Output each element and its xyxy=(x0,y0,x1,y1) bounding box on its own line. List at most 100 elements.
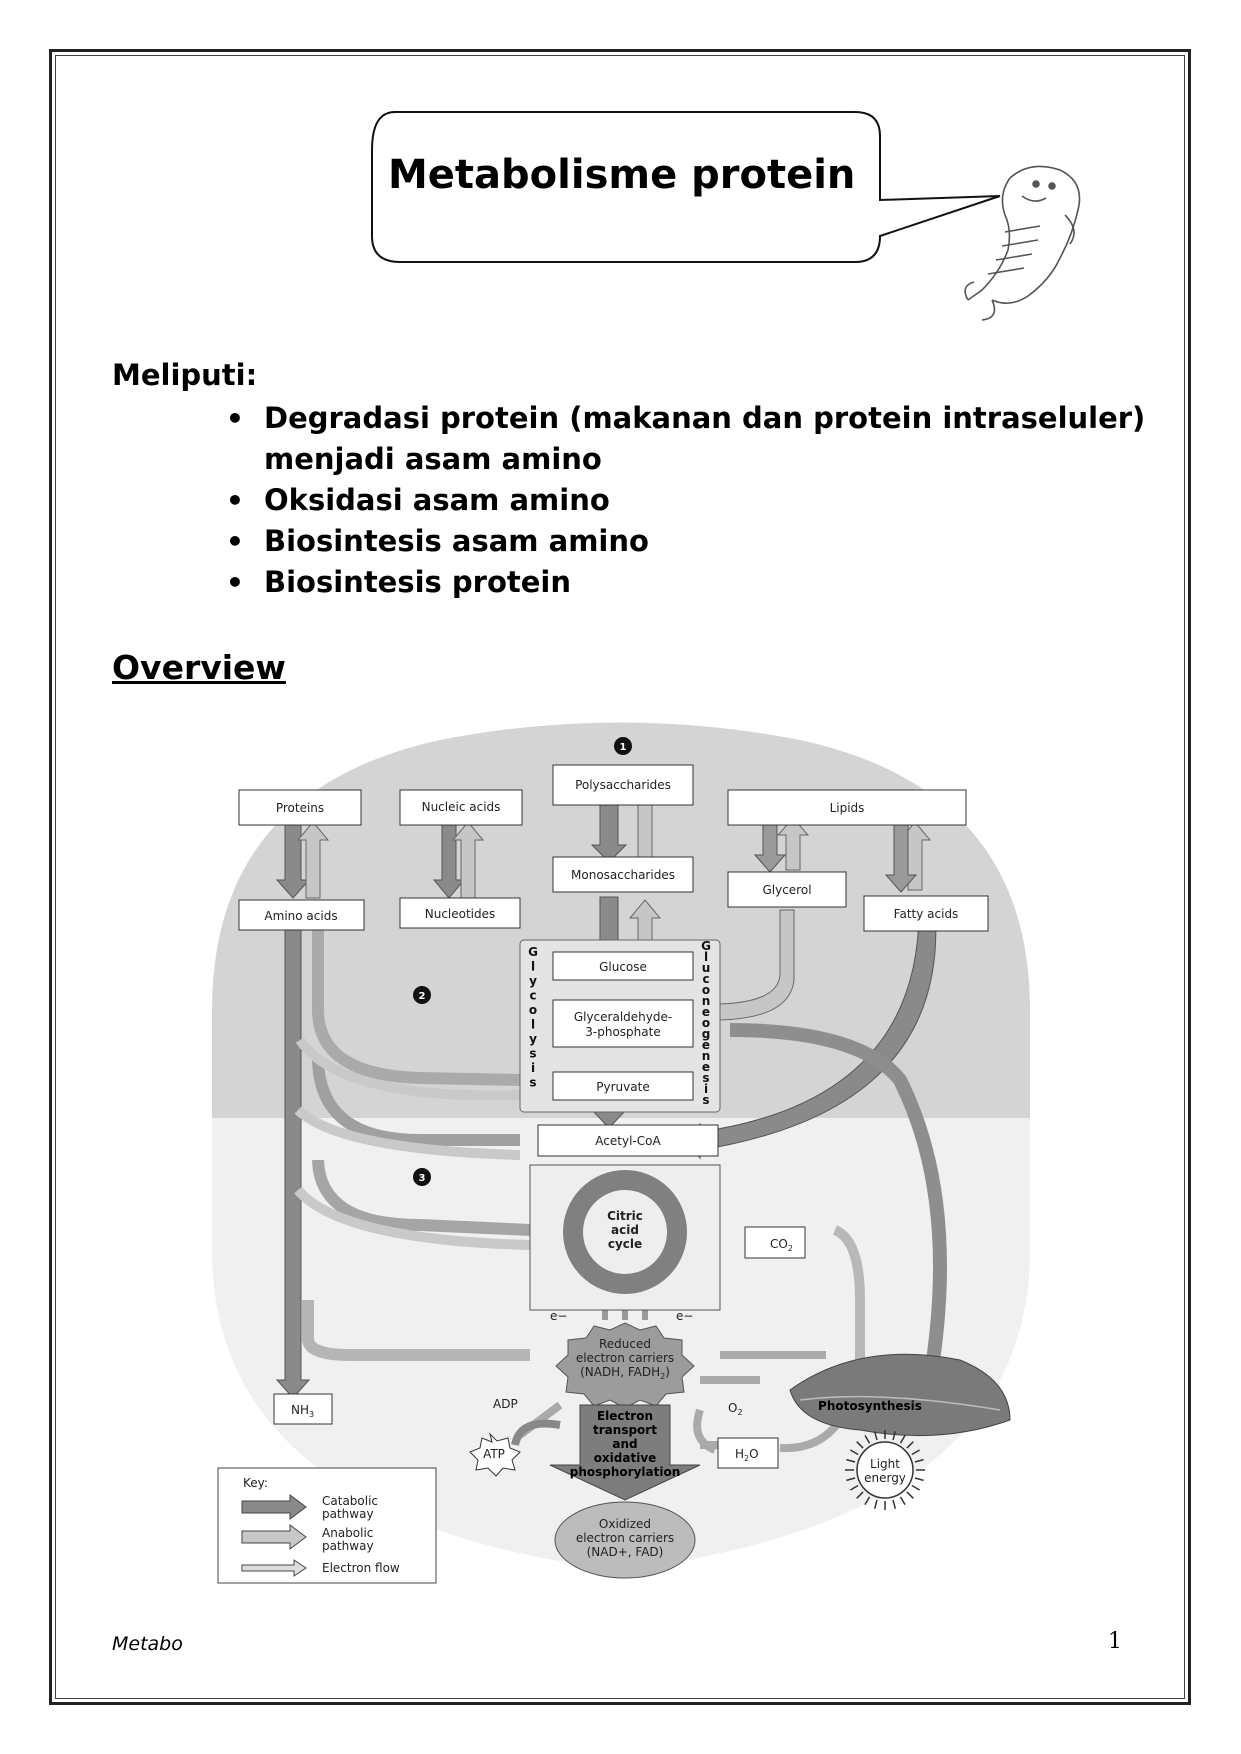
glycolysis-letter: y xyxy=(529,974,537,988)
node-acetyl-coa: Acetyl-CoA xyxy=(595,1134,661,1148)
key-title: Key: xyxy=(243,1476,268,1490)
anabolic-return-flows xyxy=(294,1037,531,1250)
gluconeogenesis-letter: u xyxy=(702,961,711,975)
light-energy-sun-icon xyxy=(845,1430,925,1510)
sun-ray xyxy=(914,1477,924,1482)
manatee-mascot-icon xyxy=(964,165,1081,321)
oxidized-carriers-ellipse xyxy=(554,1501,696,1579)
gluconeogenesis-letter: n xyxy=(702,1049,711,1063)
key-electron-flow: Electron flow xyxy=(322,1561,400,1575)
etc-label-5: phosphorylation xyxy=(570,1465,680,1479)
o2-label: O2 xyxy=(728,1401,743,1417)
sun-ray xyxy=(873,1499,878,1509)
node-g3p-1: Glyceraldehyde- xyxy=(574,1010,672,1024)
node-proteins: Proteins xyxy=(276,801,324,815)
node-amino-acids: Amino acids xyxy=(264,909,337,923)
node-glycerol: Glycerol xyxy=(762,883,811,897)
sun-ray xyxy=(906,1491,914,1499)
gluconeogenesis-letter: e xyxy=(702,1038,710,1052)
glycolysis-letter: c xyxy=(529,989,536,1003)
sun-ray xyxy=(856,1441,864,1449)
key-anabolic-2: pathway xyxy=(322,1539,374,1553)
etc-label-1: Electron xyxy=(597,1409,653,1423)
sun-ray xyxy=(911,1449,921,1456)
gluconeogenesis-letter: s xyxy=(702,1071,709,1085)
page-border-outer xyxy=(49,49,1191,1705)
electron-label-left: e− xyxy=(550,1309,567,1323)
node-nucleic-acids: Nucleic acids xyxy=(422,800,501,814)
atp-burst xyxy=(469,1432,521,1477)
intro-label: Meliputi: xyxy=(112,358,258,392)
adp-atp-arrow xyxy=(511,1419,561,1447)
gluconeogenesis-letter: g xyxy=(702,1027,711,1041)
sun-ray xyxy=(892,1431,897,1441)
electron-label-right: e− xyxy=(676,1309,693,1323)
key-anabolic-icon xyxy=(241,1524,307,1550)
oxidized-label-2: electron carriers xyxy=(576,1531,674,1545)
step-markers: 1 2 3 xyxy=(413,737,632,1186)
citric-label-1: Citric xyxy=(607,1209,643,1223)
page-number: 1 xyxy=(1108,1629,1122,1654)
reduced-label-3: (NADH, FADH2) xyxy=(580,1365,670,1381)
electron-transport-arrow xyxy=(549,1404,701,1501)
reduced-label-1: Reduced xyxy=(599,1337,651,1351)
citric-acid-cycle-ring xyxy=(563,1170,687,1294)
light-label-1: Light xyxy=(870,1457,900,1471)
key-anabolic-1: Anabolic xyxy=(322,1526,373,1540)
sun-ray xyxy=(911,1484,921,1491)
footer-label: Metabo xyxy=(112,1633,183,1655)
co2-flow xyxy=(832,1225,865,1370)
sun-ray xyxy=(914,1458,924,1463)
gluconeogenesis-letter: n xyxy=(702,994,711,1008)
sun-ray xyxy=(849,1449,859,1456)
sun-ray xyxy=(846,1458,856,1463)
gluconeogenesis-letter: s xyxy=(702,1093,709,1107)
sun-ray xyxy=(864,1496,871,1506)
etc-label-4: oxidative xyxy=(594,1451,657,1465)
key-catabolic-2: pathway xyxy=(322,1507,374,1521)
sun-ray xyxy=(873,1431,878,1441)
sun-ray xyxy=(906,1441,914,1449)
gluconeogenesis-letter: l xyxy=(704,950,708,964)
key-catabolic-icon xyxy=(241,1494,307,1520)
sun-ray xyxy=(892,1499,897,1509)
node-h2o: H2O xyxy=(735,1447,759,1463)
citric-label-2: acid xyxy=(611,1223,639,1237)
node-boxes xyxy=(238,764,989,1469)
node-nh3: NH3 xyxy=(291,1403,314,1419)
key-box xyxy=(217,1467,437,1584)
reduced-label-2: electron carriers xyxy=(576,1351,674,1365)
glycolysis-letter: s xyxy=(529,1076,536,1090)
o2-h2o-arrow xyxy=(693,1408,717,1454)
glycolysis-letter: l xyxy=(531,1018,535,1032)
etc-label-2: transport xyxy=(593,1423,657,1437)
gluconeogenesis-letter: e xyxy=(702,1060,710,1074)
node-polysaccharides: Polysaccharides xyxy=(575,778,671,792)
node-monosaccharides: Monosaccharides xyxy=(571,868,675,882)
gluconeogenesis-letter: i xyxy=(704,1082,708,1096)
topic-list: Degradasi protein (makanan dan protein i… xyxy=(226,398,1146,603)
node-g3p-2: 3-phosphate xyxy=(585,1025,660,1039)
photosynthesis-label: Photosynthesis xyxy=(818,1399,922,1413)
gluconeogenesis-letter: o xyxy=(702,983,710,997)
glycolysis-letter: y xyxy=(529,1032,537,1046)
marker-3: 3 xyxy=(419,1173,426,1184)
list-item: Oksidasi asam amino xyxy=(226,480,1146,521)
leaf-icon xyxy=(789,1353,1011,1437)
key-electron-flow-icon xyxy=(241,1559,307,1577)
sun-ray xyxy=(864,1434,871,1444)
node-fatty-acids: Fatty acids xyxy=(894,907,959,921)
photosynthesis-flow xyxy=(729,1023,947,1382)
sun-ray xyxy=(846,1477,856,1482)
glycolysis-letter: i xyxy=(531,1061,535,1075)
sun-ray xyxy=(856,1491,864,1499)
glycolysis-letter: l xyxy=(531,960,535,974)
etc-label-3: and xyxy=(612,1437,637,1451)
marker-2: 2 xyxy=(419,991,426,1002)
glycolysis-letter: s xyxy=(529,1047,536,1061)
atp-label: ATP xyxy=(483,1447,505,1461)
node-nucleotides: Nucleotides xyxy=(425,907,496,921)
